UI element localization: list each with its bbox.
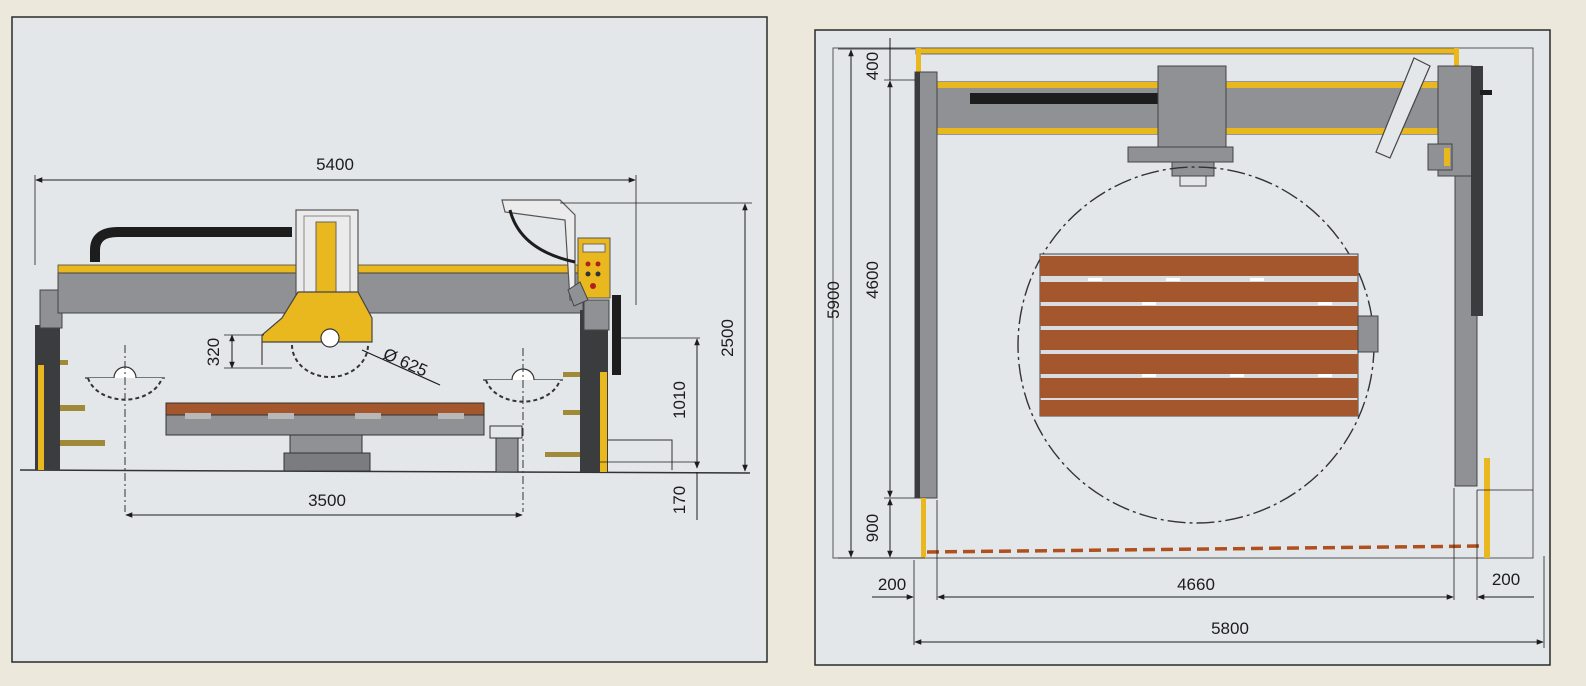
svg-text:5800: 5800 bbox=[1211, 619, 1249, 638]
height-dimension: 2500 bbox=[560, 202, 752, 472]
svg-text:5900: 5900 bbox=[824, 281, 843, 319]
svg-text:3500: 3500 bbox=[308, 491, 346, 510]
svg-text:900: 900 bbox=[863, 514, 882, 542]
table-height-dimension: 1010 bbox=[620, 337, 700, 469]
svg-text:200: 200 bbox=[878, 575, 906, 594]
svg-text:5400: 5400 bbox=[316, 155, 354, 174]
work-table-side bbox=[165, 402, 523, 473]
saw-blade-tilt-left bbox=[85, 345, 165, 512]
control-console bbox=[501, 199, 611, 307]
blade-depth-dimension: 320 bbox=[204, 334, 292, 369]
overall-length-dimension: 5400 bbox=[34, 155, 637, 305]
svg-text:2500: 2500 bbox=[718, 319, 737, 357]
work-table-plan bbox=[1039, 253, 1379, 417]
front-safety-line bbox=[926, 544, 1485, 554]
travel-dimension: 3500 bbox=[125, 491, 523, 518]
working-width-dimension: 4660 bbox=[937, 488, 1455, 600]
left-rail-plan bbox=[914, 71, 938, 558]
top-rail bbox=[915, 47, 1459, 72]
svg-text:4600: 4600 bbox=[863, 261, 882, 299]
cutting-head-plan bbox=[1127, 65, 1234, 187]
svg-text:400: 400 bbox=[863, 52, 882, 80]
svg-text:200: 200 bbox=[1492, 570, 1520, 589]
saw-blade-tilt-right bbox=[483, 348, 563, 512]
right-rail-plan bbox=[1375, 57, 1492, 558]
right-column bbox=[545, 295, 673, 472]
top-margin-dimension: 400 bbox=[863, 38, 915, 81]
svg-text:320: 320 bbox=[204, 338, 223, 366]
top-view-panel: 5900 400 4600 900 200 4660 bbox=[814, 29, 1551, 666]
working-depth-dimension: 4600 bbox=[863, 80, 915, 499]
svg-text:1010: 1010 bbox=[670, 381, 689, 419]
side-view-panel: Ø 625 320 bbox=[11, 16, 768, 663]
front-margin-dimension: 900 bbox=[863, 498, 893, 558]
overall-width-dimension: 5800 bbox=[914, 556, 1545, 648]
left-margin-dimension: 200 bbox=[872, 500, 938, 645]
floor-line bbox=[19, 469, 751, 474]
overall-depth-dimension: 5900 bbox=[824, 48, 925, 559]
svg-text:4660: 4660 bbox=[1177, 575, 1215, 594]
blade-diameter-leader bbox=[361, 349, 441, 386]
cable-carrier bbox=[90, 227, 292, 262]
left-column bbox=[35, 289, 105, 470]
svg-text:170: 170 bbox=[670, 486, 689, 514]
base-height-dimension: 170 bbox=[600, 461, 700, 520]
saw-blade-main bbox=[291, 328, 369, 378]
cutting-head bbox=[261, 209, 373, 365]
right-margin-dimension: 200 bbox=[1476, 489, 1534, 600]
